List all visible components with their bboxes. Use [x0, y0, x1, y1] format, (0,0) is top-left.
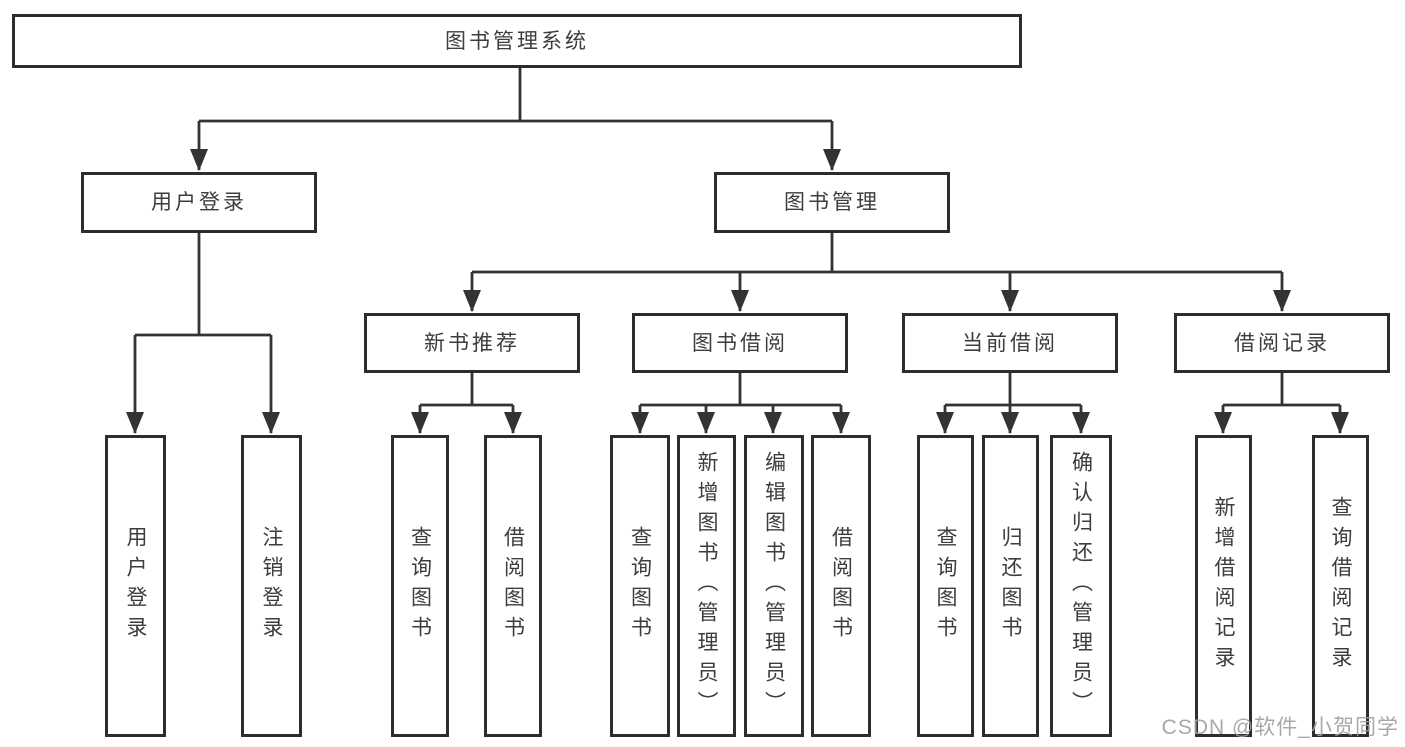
csdn-watermark: CSDN @软件_小贺同学 — [1161, 716, 1399, 739]
leaf-add-borrow-record: 新增借阅记录 — [1195, 435, 1252, 737]
leaf-query-books-recommend: 查询图书 — [391, 435, 449, 737]
node-borrowing-records: 借阅记录 — [1174, 313, 1390, 373]
leaf-query-books-current: 查询图书 — [917, 435, 974, 737]
node-book-borrowing: 图书借阅 — [632, 313, 848, 373]
leaf-confirm-return-admin: 确认归还（管理员） — [1050, 435, 1112, 737]
node-book-management: 图书管理 — [714, 172, 950, 233]
leaf-query-books-borrowing: 查询图书 — [610, 435, 670, 737]
leaf-user-login: 用户登录 — [105, 435, 166, 737]
connector-group — [126, 68, 1349, 434]
leaf-logout: 注销登录 — [241, 435, 302, 737]
node-user-login: 用户登录 — [81, 172, 317, 233]
leaf-return-books: 归还图书 — [982, 435, 1039, 737]
node-library-system: 图书管理系统 — [12, 14, 1022, 68]
node-new-book-recommendation: 新书推荐 — [364, 313, 580, 373]
leaf-edit-books-admin: 编辑图书（管理员） — [744, 435, 804, 737]
leaf-query-borrow-record: 查询借阅记录 — [1312, 435, 1369, 737]
leaf-borrow-books-borrowing: 借阅图书 — [811, 435, 871, 737]
leaf-borrow-books-recommend: 借阅图书 — [484, 435, 542, 737]
node-current-borrowing: 当前借阅 — [902, 313, 1118, 373]
leaf-add-books-admin: 新增图书（管理员） — [677, 435, 736, 737]
